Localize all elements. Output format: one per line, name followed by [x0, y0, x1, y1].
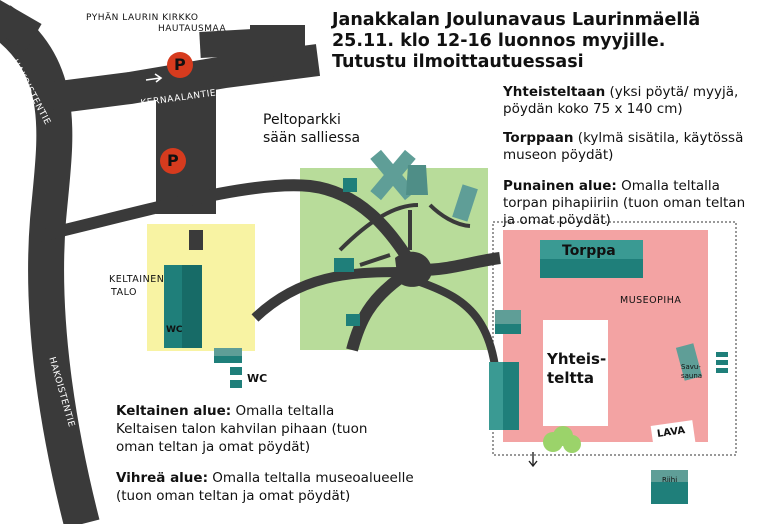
- red-building-right-1: [716, 352, 728, 357]
- road-top-fork: [250, 25, 305, 80]
- label-savusauna-2: sauna: [681, 372, 703, 380]
- yhteisteltta-tent: [543, 320, 608, 426]
- title-line-1: Janakkalan Joulunavaus Laurinmäellä: [332, 10, 701, 30]
- label-yhteisteltta-2: teltta: [547, 369, 594, 387]
- green-area: [300, 168, 488, 350]
- red-building-1: [495, 310, 521, 324]
- road-to-south: [346, 273, 404, 352]
- parking-icon: [167, 52, 193, 78]
- label-torppa: Torppa: [562, 243, 616, 259]
- yellow-house-inner: [182, 265, 202, 348]
- junction: [395, 251, 432, 287]
- info-torppa-bold: Torppaan: [503, 130, 574, 146]
- label-keltainen-talo-2: TALO: [111, 287, 137, 298]
- road-to-yellow-bottom: [251, 267, 401, 322]
- red-building-1b: [495, 324, 521, 334]
- info-keltainen: Keltainen alue: Omalla teltalla Keltaise…: [116, 402, 391, 456]
- red-building-right-3: [716, 368, 728, 373]
- info-yhteisteltta: Yhteisteltaan (yksi pöytä/ myyjä, pöydän…: [503, 84, 765, 118]
- road-top-diagonal: [0, 0, 42, 50]
- info-yhteisteltta-text: (yksi pöytä/ myyjä, pöydän koko 75 x 140…: [503, 84, 739, 117]
- arrow-down-icon: [528, 452, 538, 468]
- label-cemetery: HAUTAUSMAA: [158, 24, 227, 34]
- red-area-outline: [492, 221, 737, 456]
- road-hakoistentie: [0, 5, 100, 524]
- info-vihrea-text: Omalla teltalla museoalueelle (tuon oman…: [116, 470, 414, 504]
- info-yhteisteltta-bold: Yhteisteltaan: [503, 84, 606, 100]
- savusauna-building: [675, 343, 703, 381]
- bush: [543, 426, 581, 453]
- riihi-building-top: [651, 470, 688, 482]
- green-path-3: [359, 253, 391, 267]
- wc-building-1b: [214, 356, 242, 363]
- label-savusauna-1: Savu-: [681, 363, 701, 371]
- arrow-right-icon: [145, 73, 163, 83]
- label-keltainen-talo-1: KELTAINEN: [109, 274, 165, 285]
- info-keltainen-bold: Keltainen alue:: [116, 403, 232, 419]
- title-line-3: Tutustu ilmoittautuessasi: [332, 52, 584, 72]
- label-saan-salliessa: sään salliessa: [263, 130, 361, 146]
- label-wc: WC: [247, 372, 268, 385]
- page-title: Janakkalan Joulunavaus Laurinmäellä 25.1…: [332, 10, 700, 73]
- road-main: [38, 179, 416, 266]
- label-riihi: Riihi: [662, 476, 678, 484]
- label-museopiha: MUSEOPIHA: [620, 295, 682, 306]
- green-path-2: [428, 203, 471, 228]
- info-torppa: Torppaan (kylmä sisätila, käytössä museo…: [503, 130, 765, 164]
- wc-building-3: [230, 380, 242, 388]
- green-building-1: [343, 178, 357, 192]
- lava-stage: [650, 420, 696, 448]
- info-vihrea: Vihreä alue: Omalla teltalla museoalueel…: [116, 469, 416, 505]
- windmill-icon: [370, 149, 428, 201]
- label-peltoparkki: Peltoparkki: [263, 112, 341, 128]
- label-church: PYHÄN LAURIN KIRKKO: [86, 13, 199, 23]
- red-building-right-2: [716, 360, 728, 365]
- info-torppa-text: (kylmä sisätila, käytössä museon pöydät): [503, 130, 744, 163]
- green-building-2: [452, 184, 478, 222]
- green-building-4: [346, 314, 360, 326]
- parking-letter-1: P: [174, 55, 186, 74]
- red-building-2b: [489, 362, 503, 430]
- green-path-1: [338, 203, 419, 252]
- info-vihrea-bold: Vihreä alue:: [116, 470, 208, 486]
- info-punainen-text: Omalla teltalla torpan pihapiiriin (tuon…: [503, 178, 746, 228]
- info-keltainen-text: Omalla teltalla Keltaisen talon kahvilan…: [116, 403, 368, 455]
- torppa-building-top: [540, 240, 643, 259]
- info-punainen: Punainen alue: Omalla teltalla torpan pi…: [503, 178, 753, 229]
- label-wc-yellow: WC: [166, 325, 183, 335]
- green-building-3: [334, 258, 354, 272]
- title-line-2: 25.11. klo 12-16 luonnos myyjille.: [332, 31, 666, 51]
- wc-building-1: [214, 348, 242, 358]
- parking-letter-2: P: [167, 151, 179, 170]
- info-punainen-bold: Punainen alue:: [503, 178, 617, 194]
- wc-building-2: [230, 367, 242, 375]
- parking-icon: [160, 148, 186, 174]
- label-yhteisteltta-1: Yhteis-: [547, 350, 607, 368]
